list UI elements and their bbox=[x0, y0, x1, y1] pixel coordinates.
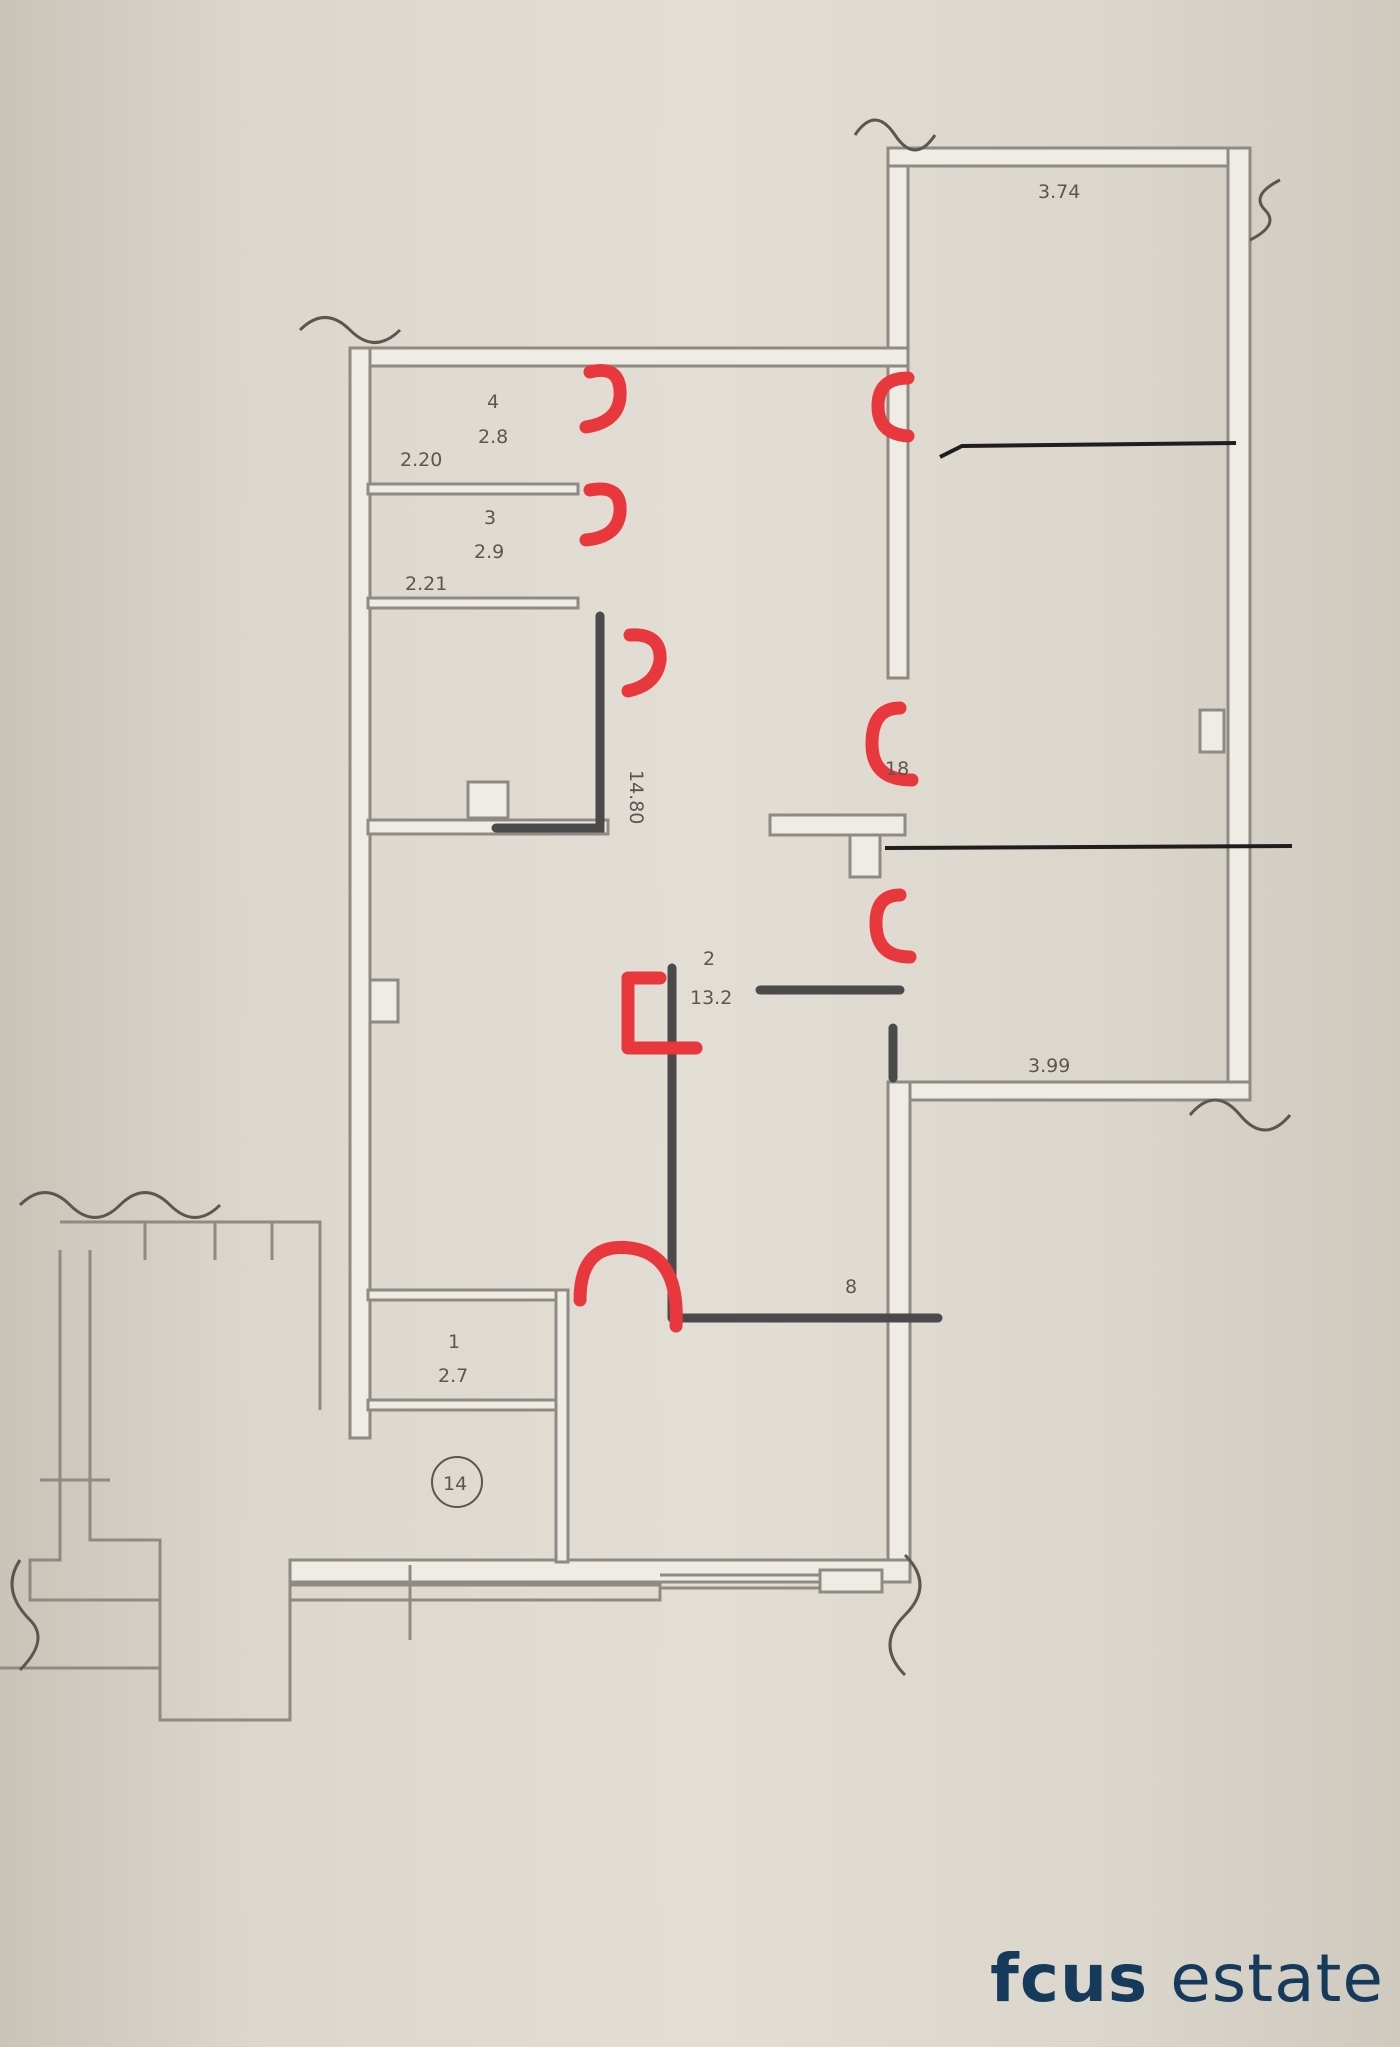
door-marker-2 bbox=[579, 482, 627, 547]
label-room-big: 18 bbox=[885, 758, 909, 780]
label-wall-mark: 8 bbox=[845, 1276, 857, 1298]
break-left-edge bbox=[10, 1559, 40, 1672]
label-room3-area: 2.9 bbox=[474, 541, 504, 563]
new-partitions bbox=[491, 611, 943, 1323]
leader-lines bbox=[884, 441, 1293, 850]
door-marker-8 bbox=[573, 1240, 683, 1333]
door-marker-1 bbox=[579, 364, 627, 434]
wall-closet-bottom bbox=[366, 596, 580, 610]
outline-1 bbox=[60, 1220, 322, 1410]
circle-mark-outline bbox=[431, 1456, 483, 1508]
wall-bath-top bbox=[366, 1288, 570, 1302]
break-top bbox=[853, 118, 937, 152]
wall-bath-right bbox=[554, 1288, 570, 1564]
break-lower-left bbox=[18, 1191, 222, 1219]
wall-bottom bbox=[288, 1558, 912, 1584]
break-right-bottom bbox=[1188, 1098, 1292, 1132]
break-bottom-right bbox=[888, 1553, 922, 1677]
door-marker-5 bbox=[865, 701, 919, 787]
break-marks bbox=[10, 118, 1292, 1677]
door-marker-4 bbox=[871, 371, 915, 443]
wall-tower-bottom bbox=[886, 1080, 1252, 1102]
sink-fixture bbox=[466, 780, 510, 820]
door-markers bbox=[573, 364, 919, 1333]
outline-2 bbox=[88, 1250, 292, 1722]
label-room3-num: 3 bbox=[484, 507, 496, 529]
brand-name-bold: fcus bbox=[990, 1940, 1149, 2017]
door-marker-7 bbox=[621, 971, 703, 1055]
label-room4-area: 2.8 bbox=[478, 426, 508, 448]
label-room2-area: 13.2 bbox=[690, 987, 732, 1009]
brand-logo: fcus estate bbox=[990, 1940, 1384, 2017]
counter bbox=[768, 813, 907, 837]
leader-1 bbox=[939, 441, 1237, 459]
label-dim-bottom-right: 3.99 bbox=[1028, 1055, 1070, 1077]
label-room2-num: 2 bbox=[703, 948, 715, 970]
wall-tower-top bbox=[886, 146, 1252, 168]
wall-top-left bbox=[348, 346, 910, 368]
label-circle-mark: 14 bbox=[443, 1473, 467, 1495]
label-room-mid-dim: 14.80 bbox=[625, 770, 647, 824]
door-marker-6 bbox=[869, 888, 917, 964]
wall-tower-right bbox=[1226, 146, 1252, 1100]
wall-closet-divider bbox=[366, 482, 580, 496]
brand-name-light: estate bbox=[1170, 1940, 1384, 2017]
wall-bath-bottom bbox=[366, 1398, 570, 1412]
label-room4-num: 4 bbox=[487, 391, 499, 413]
wall-left bbox=[348, 346, 372, 1440]
label-room4-dim: 2.20 bbox=[400, 449, 442, 471]
label-dim-top: 3.74 bbox=[1038, 181, 1080, 203]
door-marker-3 bbox=[621, 628, 667, 698]
partition-storage bbox=[491, 611, 605, 833]
outline-3 bbox=[28, 1250, 160, 1602]
plan-labels: 3.74 3.99 4 2.8 2.20 3 2.9 2.21 14.80 18… bbox=[400, 181, 1080, 1508]
wall-tower-left bbox=[886, 146, 910, 680]
break-right-top bbox=[1249, 178, 1281, 242]
left-column bbox=[368, 978, 400, 1024]
label-room1-num: 1 bbox=[448, 1331, 460, 1353]
column bbox=[848, 833, 882, 879]
break-left bbox=[298, 316, 402, 344]
balcony-post bbox=[818, 1568, 884, 1594]
leader-2 bbox=[884, 844, 1293, 850]
neighbour-structure bbox=[0, 1220, 820, 1722]
tower-column bbox=[1198, 708, 1226, 754]
label-room1-area: 2.7 bbox=[438, 1365, 468, 1387]
wall-right-lower bbox=[886, 1080, 912, 1584]
label-room3-dim: 2.21 bbox=[405, 573, 447, 595]
exterior-walls bbox=[288, 146, 1252, 1594]
